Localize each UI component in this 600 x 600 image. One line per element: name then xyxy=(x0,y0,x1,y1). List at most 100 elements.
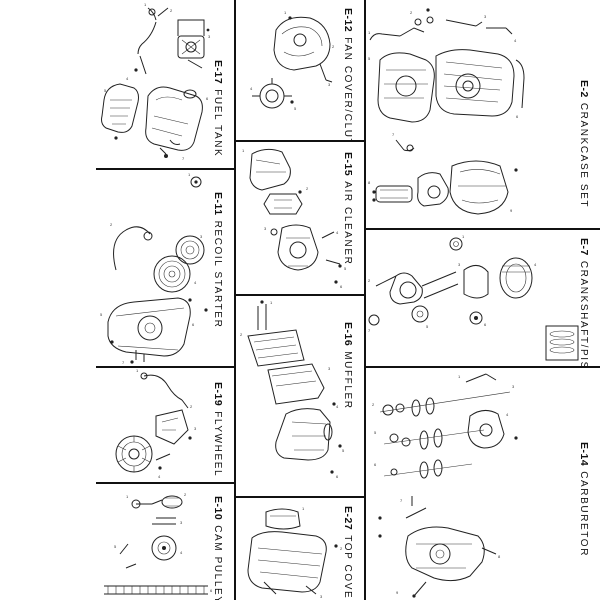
svg-text:1: 1 xyxy=(242,148,245,153)
panel-label-top-cover: E-27TOP COVER xyxy=(342,506,354,600)
svg-text:2: 2 xyxy=(190,404,193,409)
svg-text:1: 1 xyxy=(188,172,191,177)
svg-text:7: 7 xyxy=(392,132,395,137)
panel-code: E-16 xyxy=(342,322,354,347)
svg-text:2: 2 xyxy=(170,8,173,13)
svg-text:5: 5 xyxy=(368,56,371,61)
svg-text:5: 5 xyxy=(100,312,103,317)
svg-text:2: 2 xyxy=(184,492,187,497)
panel-label-crankcase-set: E-2CRANKCASE SET xyxy=(578,80,590,208)
svg-text:4: 4 xyxy=(126,76,129,81)
panel-title: CRANKCASE SET xyxy=(578,102,589,209)
divider-fueltank-recoil xyxy=(96,168,235,170)
panel-title: FUEL TANK xyxy=(212,89,223,158)
svg-text:6: 6 xyxy=(210,588,213,593)
air-cleaner-drawing: 12 34 56 xyxy=(242,148,347,289)
panel-label-flywheel: E-19FLYWHEEL xyxy=(212,382,224,477)
muffler-drawing: 12 34 56 xyxy=(240,300,345,479)
panel-title: CARBURETOR xyxy=(578,471,589,558)
panel-label-fuel-tank: E-17FUEL TANK xyxy=(212,60,224,157)
svg-text:1: 1 xyxy=(302,506,305,511)
svg-text:5: 5 xyxy=(104,88,107,93)
svg-text:7: 7 xyxy=(368,328,371,333)
svg-text:4: 4 xyxy=(336,404,339,409)
svg-text:4: 4 xyxy=(180,550,183,555)
svg-text:3: 3 xyxy=(328,366,331,371)
svg-text:5: 5 xyxy=(294,106,297,111)
svg-text:5: 5 xyxy=(114,544,117,549)
divider-flywheel-campulley xyxy=(96,482,235,484)
top-cover-drawing: 12 3 xyxy=(247,506,343,599)
panel-code: E-19 xyxy=(212,382,224,407)
svg-text:6: 6 xyxy=(374,462,377,467)
svg-text:7: 7 xyxy=(122,360,125,365)
flywheel-drawing: 12 34 xyxy=(115,368,197,479)
crankcase-drawing: 12 34 56 78 9 xyxy=(368,8,525,215)
recoil-starter-drawing: 12 34 56 7 xyxy=(100,172,208,365)
divider-crankshaft-carburetor xyxy=(365,366,600,368)
svg-text:1: 1 xyxy=(284,10,287,15)
svg-text:2: 2 xyxy=(332,44,335,49)
svg-text:5: 5 xyxy=(344,266,347,271)
svg-text:7: 7 xyxy=(400,498,403,503)
panel-title: AIR CLEANER xyxy=(342,181,353,266)
panel-label-crankshaft-piston: E-7CRANKSHAFT/PISTON xyxy=(578,238,590,366)
panel-title: FLYWHEEL xyxy=(212,411,223,478)
svg-text:6: 6 xyxy=(206,96,209,101)
svg-text:5: 5 xyxy=(426,324,429,329)
svg-text:3: 3 xyxy=(458,262,461,267)
carburetor-drawing: 12 34 56 78 9 xyxy=(372,373,518,598)
panel-title: MUFFLER xyxy=(342,351,353,410)
svg-text:2: 2 xyxy=(372,402,375,407)
svg-text:4: 4 xyxy=(250,86,253,91)
divider-fancover-aircleaner xyxy=(235,140,365,142)
panel-code: E-11 xyxy=(212,192,224,216)
panel-label-muffler: E-16MUFFLER xyxy=(342,322,354,410)
panel-title: CAM PULLEY xyxy=(212,525,223,600)
svg-text:4: 4 xyxy=(506,412,509,417)
panel-code: E-2 xyxy=(578,80,590,98)
svg-text:1: 1 xyxy=(368,30,371,35)
panel-label-carburetor: E-14CARBURETOR xyxy=(578,442,590,557)
panel-code: E-14 xyxy=(578,442,590,467)
panel-code: E-17 xyxy=(212,60,224,85)
panel-title: CRANKSHAFT/PISTON xyxy=(578,260,589,366)
fuel-tank-drawing: 12 34 56 7 xyxy=(101,2,211,161)
panel-code: E-12 xyxy=(342,8,354,33)
svg-text:5: 5 xyxy=(342,448,345,453)
svg-text:8: 8 xyxy=(368,180,371,185)
panel-label-recoil-starter: E-11RECOIL STARTER xyxy=(212,192,224,328)
panel-code: E-10 xyxy=(212,496,224,521)
svg-text:8: 8 xyxy=(498,554,501,559)
divider-muffler-topcover xyxy=(235,496,365,498)
panel-label-cam-pulley: E-10CAM PULLEY xyxy=(212,496,224,600)
svg-text:7: 7 xyxy=(182,156,185,161)
svg-text:6: 6 xyxy=(340,284,343,289)
svg-text:4: 4 xyxy=(158,474,161,479)
svg-text:1: 1 xyxy=(462,234,465,239)
panel-title: TOP COVER xyxy=(342,535,353,600)
vertical-divider-right xyxy=(364,0,366,600)
svg-text:3: 3 xyxy=(194,426,197,431)
svg-text:3: 3 xyxy=(328,82,331,87)
svg-text:3: 3 xyxy=(320,594,323,599)
svg-text:6: 6 xyxy=(192,322,195,327)
svg-text:1: 1 xyxy=(270,300,273,305)
svg-text:4: 4 xyxy=(514,38,517,43)
panel-code: E-15 xyxy=(342,152,354,177)
svg-text:4: 4 xyxy=(194,280,197,285)
svg-text:2: 2 xyxy=(240,332,243,337)
svg-text:4: 4 xyxy=(534,262,537,267)
svg-text:3: 3 xyxy=(264,226,267,231)
svg-text:3: 3 xyxy=(208,34,211,39)
